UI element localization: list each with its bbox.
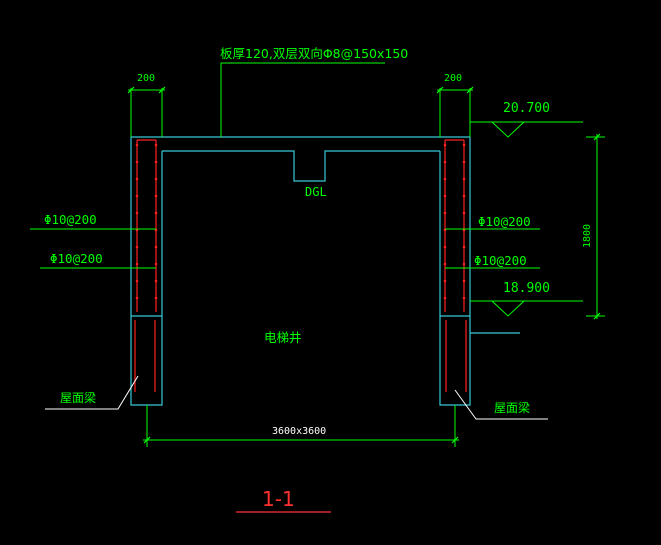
rebar-right-1-text: Φ10@200 bbox=[478, 214, 531, 229]
tick bbox=[451, 436, 459, 444]
rebar-dot bbox=[462, 279, 466, 283]
tick bbox=[593, 312, 601, 320]
rebar-dot bbox=[443, 194, 447, 198]
rebar-dot bbox=[154, 143, 158, 147]
tick bbox=[127, 86, 135, 94]
rebar-dot bbox=[135, 160, 139, 164]
rebar-dot bbox=[154, 177, 158, 181]
rebar-dot bbox=[135, 279, 139, 283]
section-title-text: 1-1 bbox=[262, 487, 295, 511]
rebar-dot bbox=[443, 177, 447, 181]
height-dim-text: 1800 bbox=[582, 224, 593, 248]
tick bbox=[593, 133, 601, 141]
tick bbox=[143, 436, 151, 444]
rebar-dot bbox=[154, 211, 158, 215]
wall-width-right-text: 200 bbox=[444, 73, 462, 84]
plan-dim-text: 3600x3600 bbox=[272, 426, 326, 437]
rebar-dots bbox=[135, 143, 466, 300]
rebar-dot bbox=[154, 296, 158, 300]
rebar-dot bbox=[135, 211, 139, 215]
dimension-ticks bbox=[127, 86, 601, 444]
rebar-dot bbox=[135, 177, 139, 181]
rebar-dot bbox=[154, 262, 158, 266]
rebar-dot bbox=[462, 296, 466, 300]
rebar-dot bbox=[462, 262, 466, 266]
rebar-dot bbox=[462, 245, 466, 249]
shaft-label-text: 电梯井 bbox=[264, 330, 302, 345]
rebar-dot bbox=[154, 160, 158, 164]
rebar-left-2-text: Φ10@200 bbox=[50, 251, 103, 266]
rebar-group bbox=[134, 139, 467, 392]
roof-beam-left-text: 屋面梁 bbox=[60, 390, 96, 405]
rebar-dot bbox=[135, 194, 139, 198]
rebar-dot bbox=[154, 279, 158, 283]
rebar-dot bbox=[135, 245, 139, 249]
rebar-left-1-text: Φ10@200 bbox=[44, 212, 97, 227]
rebar-dot bbox=[462, 177, 466, 181]
rebar-dot bbox=[443, 262, 447, 266]
rebar-dot bbox=[462, 211, 466, 215]
roof-beam-leaders bbox=[45, 375, 548, 420]
concrete-outline bbox=[130, 136, 520, 406]
rebar-dot bbox=[443, 160, 447, 164]
rebar-dot bbox=[462, 143, 466, 147]
rebar-dot bbox=[443, 296, 447, 300]
rebar-dot bbox=[154, 245, 158, 249]
elev-bottom-text: 18.900 bbox=[503, 281, 550, 296]
rebar-right-2-text: Φ10@200 bbox=[474, 253, 527, 268]
slab-note-text: 板厚120,双层双向Φ8@150x150 bbox=[220, 46, 408, 61]
rebar-dot bbox=[443, 143, 447, 147]
tick bbox=[158, 86, 166, 94]
slab-note-leader bbox=[220, 62, 385, 137]
tick bbox=[466, 86, 474, 94]
roof-beam-right-leader bbox=[454, 389, 548, 420]
elev-top-text: 20.700 bbox=[503, 101, 550, 116]
rebar-dot bbox=[135, 262, 139, 266]
beam-label-text: DGL bbox=[305, 185, 327, 199]
tick bbox=[436, 86, 444, 94]
elev-bottom-triangle bbox=[491, 300, 525, 317]
roof-beam-right-text: 屋面梁 bbox=[494, 400, 530, 415]
rebar-dot bbox=[462, 194, 466, 198]
rebar-dot bbox=[154, 194, 158, 198]
rebar-dot bbox=[443, 211, 447, 215]
rebar-dot bbox=[462, 160, 466, 164]
slab-bottom-with-beam bbox=[162, 150, 440, 182]
left-wall bbox=[130, 137, 163, 406]
elev-top-triangle bbox=[491, 121, 525, 138]
rebar-dot bbox=[135, 296, 139, 300]
rebar-dot bbox=[443, 279, 447, 283]
wall-width-left-text: 200 bbox=[137, 73, 155, 84]
text-labels: 板厚120,双层双向Φ8@150x150 200 200 20.700 18.9… bbox=[44, 46, 593, 511]
rebar-dot bbox=[443, 245, 447, 249]
dimension-lines bbox=[30, 62, 605, 447]
roof-beam-left-leader bbox=[45, 375, 139, 410]
rebar-dot bbox=[135, 143, 139, 147]
